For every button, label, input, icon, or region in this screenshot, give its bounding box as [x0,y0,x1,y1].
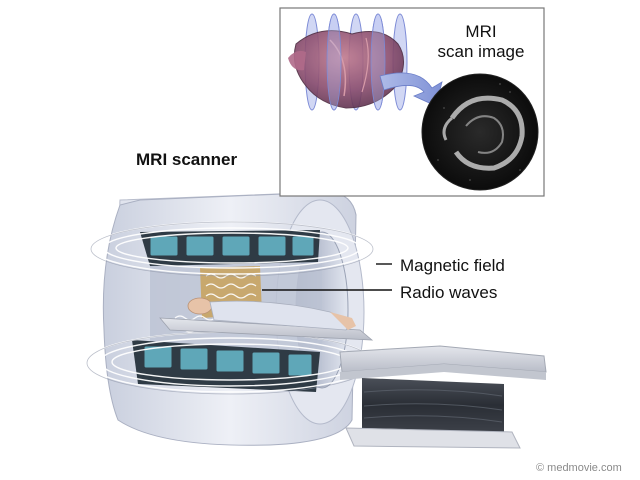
diagram-title: MRI scanner [136,150,238,169]
inset-caption-line2: scan image [437,42,525,61]
mri-scanner-illustration [86,191,374,446]
label-magnetic-field: Magnetic field [400,256,505,275]
patient-table-base [339,345,547,449]
inset-caption-line1: MRI [465,22,497,41]
label-radio-waves: Radio waves [400,283,498,302]
upper-magnet-coil [140,230,320,266]
cardiac-scan-image [421,73,539,191]
scan-arrow [379,72,443,107]
inset-caption: MRI scan image [426,22,536,62]
inset-panel [279,7,545,197]
patient-figure [187,297,356,331]
credit-text: © medmovie.com [536,462,622,474]
